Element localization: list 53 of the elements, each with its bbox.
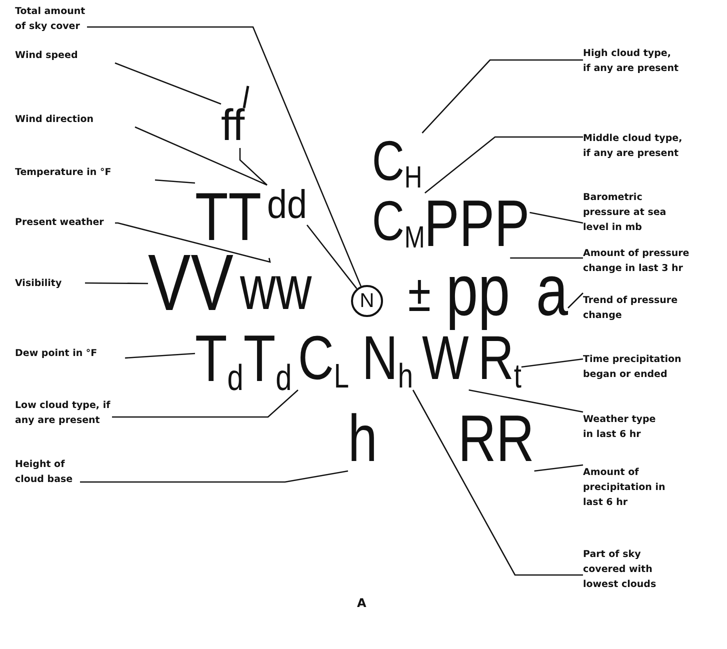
wind-shaft-line bbox=[239, 148, 268, 186]
leader-line bbox=[568, 292, 584, 308]
callout-label: Part of sky covered with lowest clouds bbox=[583, 547, 658, 592]
leader-line bbox=[134, 126, 268, 186]
leader-line bbox=[80, 470, 348, 483]
leader-line bbox=[534, 464, 584, 472]
wind-speed-code: ff bbox=[221, 104, 245, 148]
callout-label: Total amount of sky cover bbox=[15, 4, 87, 34]
leader-line bbox=[124, 352, 196, 359]
leader-line bbox=[521, 358, 584, 368]
callout-label: Middle cloud type, if any are present bbox=[583, 131, 683, 161]
leader-line bbox=[424, 136, 583, 194]
cloud-base-code: h bbox=[348, 405, 378, 471]
callout-label: Amount of precipitation in last 6 hr bbox=[583, 465, 673, 510]
leader-line bbox=[115, 222, 271, 263]
callout-label: Dew point in °F bbox=[15, 346, 125, 361]
dew-point-code: T$_{d}$T$_{d}$ bbox=[195, 325, 292, 391]
leader-line bbox=[412, 390, 583, 576]
present-weather-code: ww bbox=[240, 258, 312, 320]
callout-label: Temperature in °F bbox=[15, 165, 155, 180]
low-cloud-amount-code: N$_{h}$ bbox=[362, 328, 413, 390]
callout-label: Wind speed bbox=[15, 48, 115, 63]
wind-direction-code: dd bbox=[267, 185, 308, 225]
leader-line bbox=[530, 212, 584, 224]
leader-line bbox=[87, 26, 362, 286]
leader-line bbox=[112, 390, 298, 418]
leader-line bbox=[85, 282, 148, 284]
leader-line bbox=[468, 389, 584, 413]
pressure-code: PPP bbox=[424, 190, 530, 256]
figure-letter: A bbox=[357, 596, 366, 611]
callout-label: Time precipitation began or ended bbox=[583, 352, 683, 382]
wind-shaft-line bbox=[306, 224, 358, 290]
high-cloud-code: C$_{H}$ bbox=[372, 133, 422, 189]
callout-label: Amount of pressure change in last 3 hr bbox=[583, 246, 697, 276]
plus-minus-sign: ± bbox=[408, 268, 431, 320]
callout-label: Low cloud type, if any are present bbox=[15, 398, 112, 428]
precipitation-amount-code: RR bbox=[458, 405, 534, 471]
pressure-trend-code: a bbox=[536, 255, 568, 327]
low-cloud-code: C$_{L}$ bbox=[298, 328, 349, 390]
middle-cloud-code: C$_{M}$ bbox=[372, 193, 425, 249]
callout-label: Present weather bbox=[15, 215, 115, 230]
callout-label: Barometric pressure at sea level in mb bbox=[583, 190, 691, 235]
leader-line bbox=[154, 179, 196, 184]
leader-line bbox=[114, 62, 222, 105]
station-circle: N bbox=[351, 285, 383, 317]
callout-label: High cloud type, if any are present bbox=[583, 46, 681, 76]
callout-label: Weather type in last 6 hr bbox=[583, 412, 668, 442]
leader-line bbox=[422, 59, 583, 134]
callout-label: Trend of pressure change bbox=[583, 293, 678, 323]
callout-label: Height of cloud base bbox=[15, 457, 80, 487]
callout-label: Visibility bbox=[15, 276, 85, 291]
leader-line bbox=[510, 257, 583, 259]
callout-label: Wind direction bbox=[15, 112, 135, 127]
